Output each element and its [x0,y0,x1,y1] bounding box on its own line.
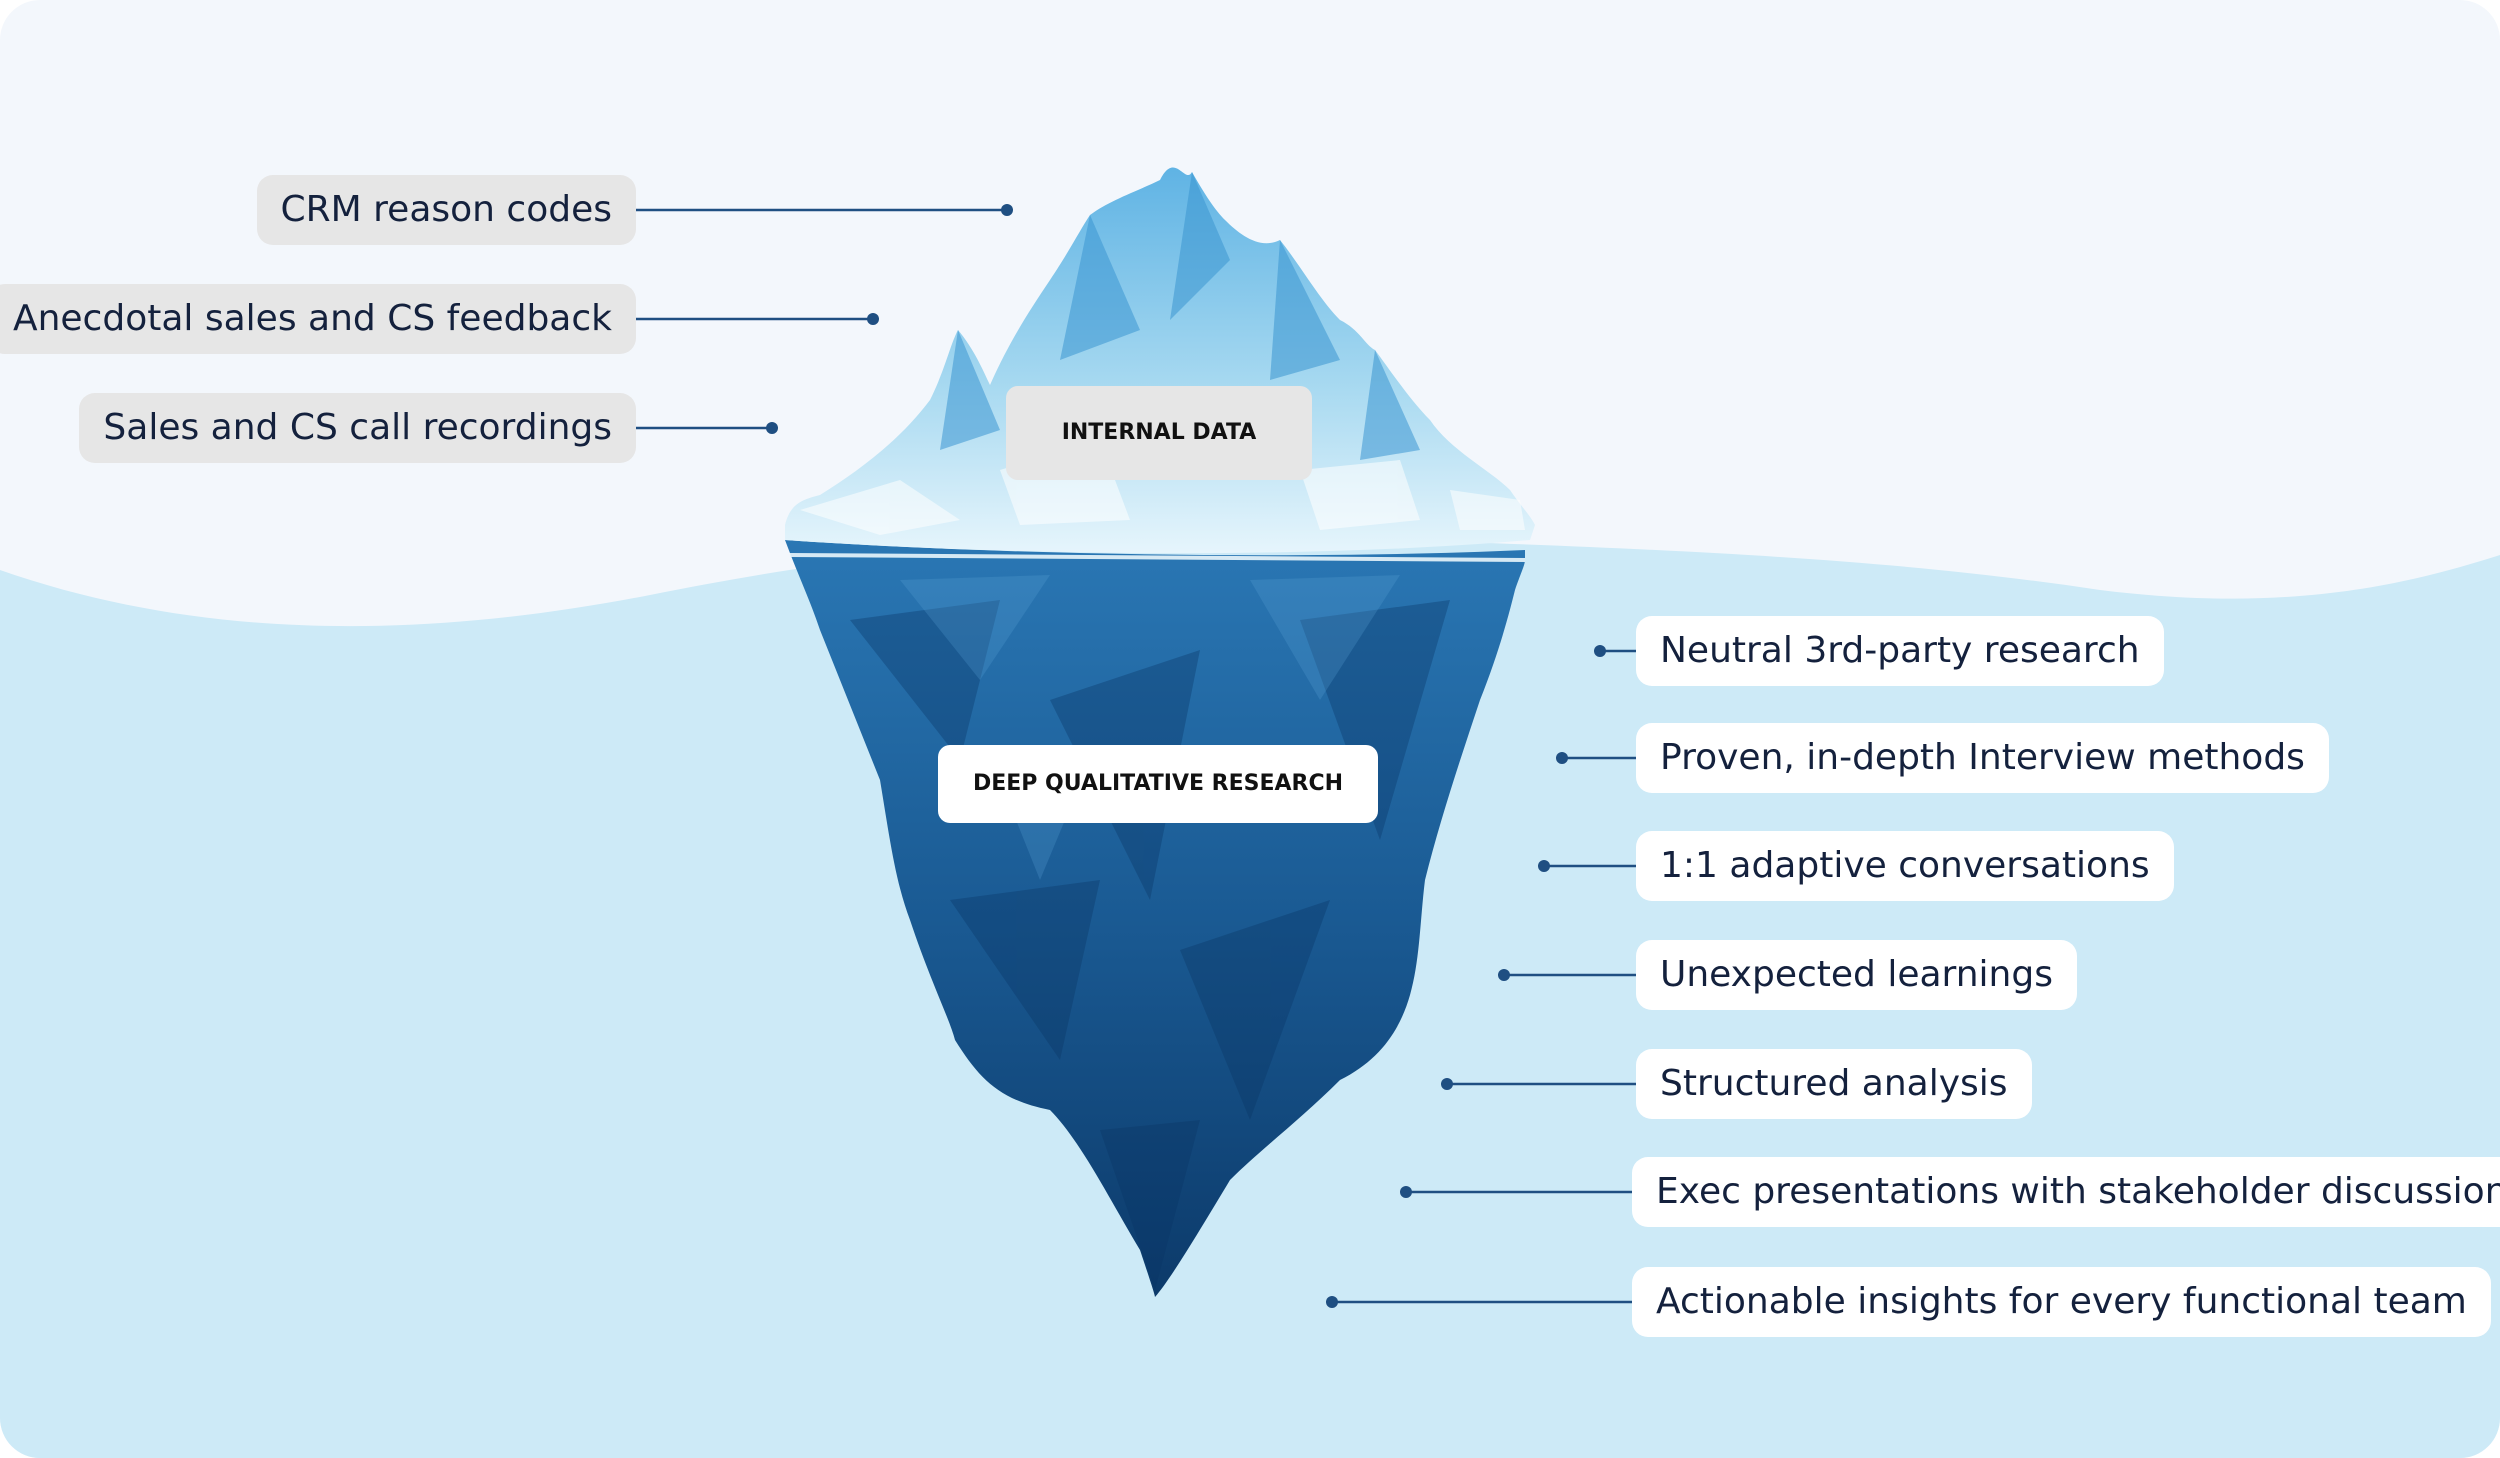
connector-dot-3 [766,422,778,434]
waterline [789,553,1526,562]
connector-dot-8 [1441,1078,1453,1090]
bottom-connectors [1326,645,1636,1308]
bottom-item-interview-methods: Proven, in-depth Interview methods [1636,723,2329,793]
bottom-item-exec-presentations: Exec presentations with stakeholder disc… [1632,1157,2500,1227]
iceberg-submerged [785,540,1525,1297]
connector-dot-10 [1326,1296,1338,1308]
connector-dot-5 [1556,752,1568,764]
bottom-item-structured-analysis: Structured analysis [1636,1049,2032,1119]
top-item-crm-reason-codes: CRM reason codes [256,175,636,245]
iceberg-tip [785,167,1535,554]
connector-dot-2 [867,313,879,325]
connector-dot-4 [1594,645,1606,657]
top-item-call-recordings: Sales and CS call recordings [79,393,636,463]
top-connectors [636,204,1013,434]
connector-dot-7 [1498,969,1510,981]
bottom-item-adaptive-conversations: 1:1 adaptive conversations [1636,831,2174,901]
iceberg-tip-facets [940,172,1420,460]
connector-dot-6 [1538,860,1550,872]
bottom-item-neutral-research: Neutral 3rd-party research [1636,616,2164,686]
top-item-anecdotal-feedback: Anecdotal sales and CS feedback [0,284,636,354]
deep-qualitative-research-label: DEEP QUALITATIVE RESEARCH [938,745,1378,823]
connector-dot-1 [1001,204,1013,216]
bottom-item-actionable-insights: Actionable insights for every functional… [1632,1267,2491,1337]
bottom-item-unexpected-learnings: Unexpected learnings [1636,940,2077,1010]
internal-data-label: INTERNAL DATA [1006,386,1312,480]
connector-dot-9 [1400,1186,1412,1198]
